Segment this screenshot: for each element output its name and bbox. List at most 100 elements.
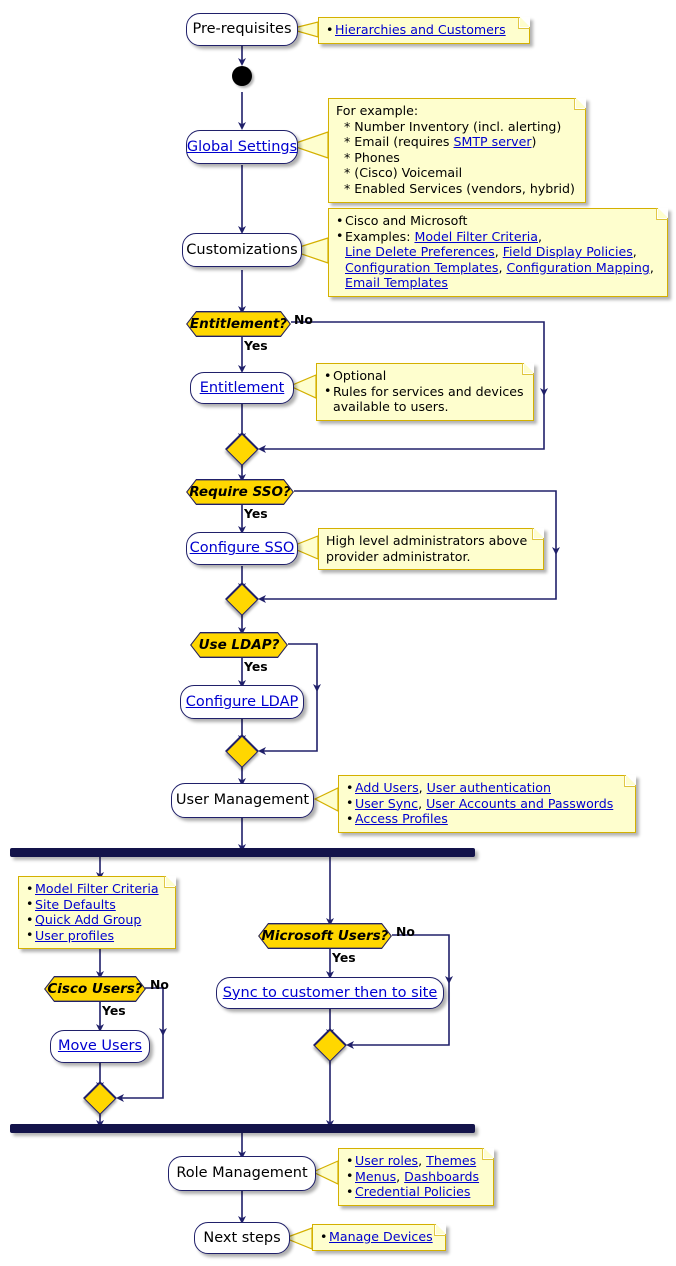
link-line-delete-preferences[interactable]: Line Delete Preferences: [345, 244, 495, 260]
note-item: User Sync, User Accounts and Passwords: [346, 795, 628, 812]
note-tail-user-management: [313, 787, 339, 812]
fork-bar: [10, 848, 475, 857]
activity-label[interactable]: Configure SSO: [189, 540, 295, 557]
note-item: Manage Devices: [320, 1229, 438, 1245]
decision-entitlement[interactable]: Entitlement?: [186, 311, 291, 337]
link-themes[interactable]: Themes: [426, 1153, 477, 1168]
activity-label[interactable]: Entitlement: [199, 379, 285, 396]
link-user-roles[interactable]: User roles: [355, 1153, 419, 1168]
note-item: Access Profiles: [346, 811, 628, 827]
merge-node-sso: [225, 582, 259, 616]
note-item: Model Filter Criteria: [26, 881, 168, 897]
note-dogear: [574, 97, 587, 110]
link-access-profiles[interactable]: Access Profiles: [355, 811, 448, 827]
edge-label-entitlement-no: No: [294, 312, 313, 327]
note-list: Model Filter Criteria Site Defaults Quic…: [26, 881, 168, 943]
activity-configure-ldap[interactable]: Configure LDAP: [180, 685, 304, 719]
link-manage-devices[interactable]: Manage Devices: [329, 1229, 433, 1244]
edge-label-microsoft-no: No: [396, 924, 415, 939]
decision-require-sso[interactable]: Require SSO?: [186, 479, 294, 505]
link-email-templates[interactable]: Email Templates: [345, 275, 448, 291]
activity-role-management[interactable]: Role Management: [168, 1156, 316, 1191]
note-list: User roles, Themes Menus, Dashboards Cre…: [346, 1153, 486, 1200]
edge-label-entitlement-yes: Yes: [244, 338, 268, 353]
link-dashboards[interactable]: Dashboards: [404, 1168, 480, 1184]
hex-fill: Microsoft Users?: [259, 924, 390, 947]
note-list: Hierarchies and Customers: [326, 22, 522, 38]
link-model-filter-criteria[interactable]: Model Filter Criteria: [414, 228, 539, 244]
link-user-sync[interactable]: User Sync: [355, 795, 419, 811]
activity-configure-sso[interactable]: Configure SSO: [186, 532, 298, 565]
activity-label: Role Management: [176, 1165, 308, 1182]
note-dogear: [522, 362, 535, 375]
note-customizations: Cisco and Microsoft Examples: Model Filt…: [328, 207, 669, 297]
link-menus[interactable]: Menus: [355, 1168, 397, 1184]
activity-label[interactable]: Configure LDAP: [185, 693, 299, 710]
activity-sync-to-customer[interactable]: Sync to customer then to site: [216, 977, 444, 1009]
note-item: Menus, Dashboards: [346, 1168, 486, 1185]
note-item: Examples: Model Filter Criteria,: [336, 228, 660, 245]
note-heading: For example:: [336, 103, 419, 118]
note-line: * Phones: [344, 149, 400, 165]
join-bar: [10, 1124, 475, 1133]
link-field-display-policies[interactable]: Field Display Policies: [502, 244, 633, 260]
merge-node-cisco: [83, 1081, 117, 1115]
activity-user-management[interactable]: User Management: [171, 783, 314, 818]
note-entitlement: Optional Rules for services and devices …: [316, 362, 535, 421]
decision-use-ldap[interactable]: Use LDAP?: [190, 632, 288, 658]
note-global-settings: For example: * Number Inventory (incl. a…: [328, 97, 587, 203]
link-add-users[interactable]: Add Users: [355, 780, 419, 795]
note-item: Cisco and Microsoft: [336, 213, 660, 229]
link-configuration-mapping[interactable]: Configuration Mapping: [506, 259, 650, 275]
note-line: * Enabled Services (vendors, hybrid): [344, 180, 575, 196]
note-line: available to users.: [333, 399, 449, 415]
activity-label: User Management: [175, 792, 310, 809]
note-list: Cisco and Microsoft Examples: Model Filt…: [336, 213, 660, 244]
link-user-authentication[interactable]: User authentication: [426, 780, 551, 795]
decision-cisco-users[interactable]: Cisco Users?: [44, 976, 146, 1002]
decision-label: Cisco Users?: [47, 981, 143, 997]
edge-label-cisco-no: No: [150, 977, 169, 992]
merge-node-microsoft: [313, 1028, 347, 1062]
edge-label-ldap-yes: Yes: [244, 659, 268, 674]
link-configuration-templates[interactable]: Configuration Templates: [345, 259, 499, 275]
note-item: Quick Add Group: [26, 912, 168, 928]
activity-label[interactable]: Sync to customer then to site: [222, 984, 438, 1001]
note-line: High level administrators above: [326, 533, 528, 548]
note-item: User roles, Themes: [346, 1153, 486, 1169]
link-user-accounts-and-passwords[interactable]: User Accounts and Passwords: [426, 795, 614, 811]
activity-label[interactable]: Move Users: [57, 1038, 143, 1055]
note-dogear: [656, 207, 669, 220]
note-dogear: [482, 1147, 495, 1160]
activity-customizations[interactable]: Customizations: [182, 233, 302, 267]
note-line: * Number Inventory (incl. alerting): [344, 118, 562, 134]
edge-label-cisco-yes: Yes: [102, 1003, 126, 1018]
activity-pre-requisites[interactable]: Pre-requisites: [186, 13, 298, 46]
hex-fill: Require SSO?: [187, 480, 292, 503]
activity-move-users[interactable]: Move Users: [50, 1030, 150, 1063]
activity-label[interactable]: Global Settings: [186, 138, 298, 155]
activity-next-steps[interactable]: Next steps: [194, 1222, 290, 1254]
decision-microsoft-users[interactable]: Microsoft Users?: [258, 923, 392, 949]
note-dogear: [164, 875, 177, 888]
activity-global-settings[interactable]: Global Settings: [186, 130, 298, 164]
edge-label-microsoft-yes: Yes: [332, 950, 356, 965]
note-role-management: User roles, Themes Menus, Dashboards Cre…: [338, 1147, 495, 1206]
note-line-email: * Email (requires SMTP server): [344, 134, 537, 150]
edge-label-sso-yes: Yes: [244, 506, 268, 521]
note-list: Optional Rules for services and devices: [324, 368, 526, 399]
link-smtp-server[interactable]: SMTP server: [453, 134, 532, 150]
note-line: provider administrator.: [326, 548, 471, 564]
note-item: Hierarchies and Customers: [326, 22, 522, 38]
note-item: User profiles: [26, 927, 168, 944]
note-line: * (Cisco) Voicemail: [344, 165, 463, 181]
merge-node-entitlement: [225, 432, 259, 466]
note-line: Email Templates: [336, 275, 660, 291]
decision-label: Microsoft Users?: [261, 928, 389, 944]
activity-entitlement[interactable]: Entitlement: [190, 372, 294, 404]
link-credential-policies[interactable]: Credential Policies: [355, 1184, 471, 1200]
link-hierarchies-and-customers[interactable]: Hierarchies and Customers: [335, 22, 506, 37]
note-line: Line Delete Preferences, Field Display P…: [345, 244, 637, 260]
hex-fill: Cisco Users?: [45, 977, 144, 1000]
